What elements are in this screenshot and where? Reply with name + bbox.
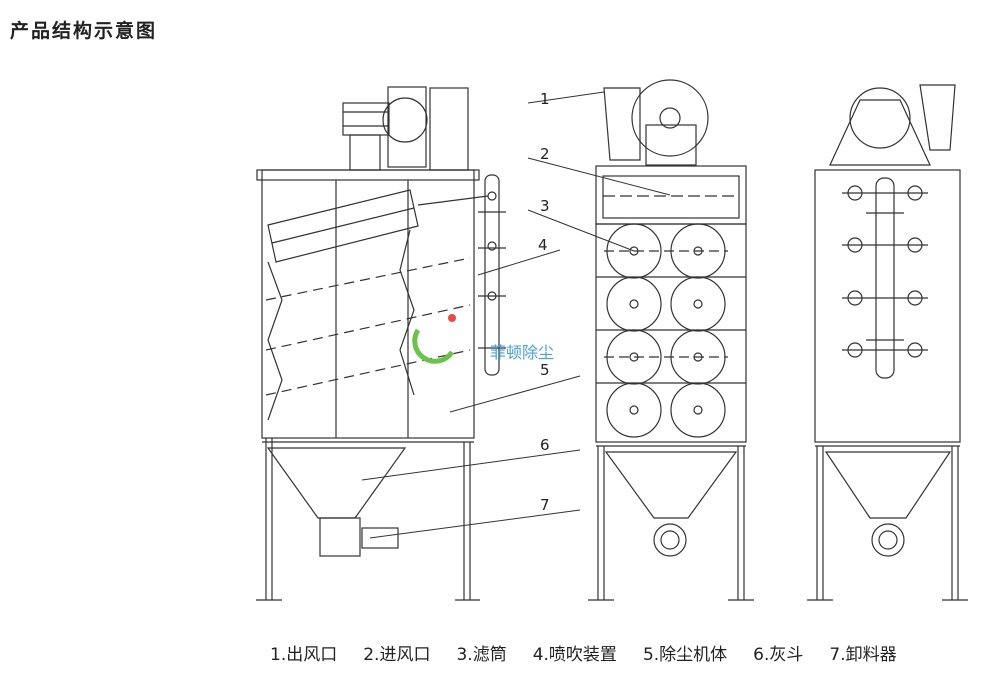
legend-item-hopper: 6.灰斗 <box>753 645 804 665</box>
legend-item-outlet: 1.出风口 <box>270 645 338 665</box>
callout-2: 2 <box>540 145 550 163</box>
watermark-text: 菲顿除尘 <box>490 343 554 362</box>
legend-item-filter: 3.滤筒 <box>456 645 507 665</box>
legend-item-blow-device: 4.喷吹装置 <box>532 645 617 665</box>
callout-5: 5 <box>540 361 550 379</box>
callout-6: 6 <box>540 436 550 454</box>
legend-item-unloader: 7.卸料器 <box>829 645 897 665</box>
side-view <box>256 86 506 601</box>
callout-leaders <box>361 91 671 539</box>
callout-7: 7 <box>540 496 550 514</box>
callout-4: 4 <box>538 236 548 254</box>
legend-item-body: 5.除尘机体 <box>642 645 728 665</box>
back-view <box>807 84 968 601</box>
page-title: 产品结构示意图 <box>10 20 158 42</box>
callout-1: 1 <box>540 90 550 108</box>
legend-item-inlet: 2.进风口 <box>363 645 431 665</box>
parts-legend: 1.出风口 2.进风口 3.滤筒 4.喷吹装置 5.除尘机体 6.灰斗 7.卸料… <box>270 640 897 665</box>
front-view <box>588 79 754 601</box>
callout-3: 3 <box>540 197 550 215</box>
watermark-logo <box>412 314 456 364</box>
